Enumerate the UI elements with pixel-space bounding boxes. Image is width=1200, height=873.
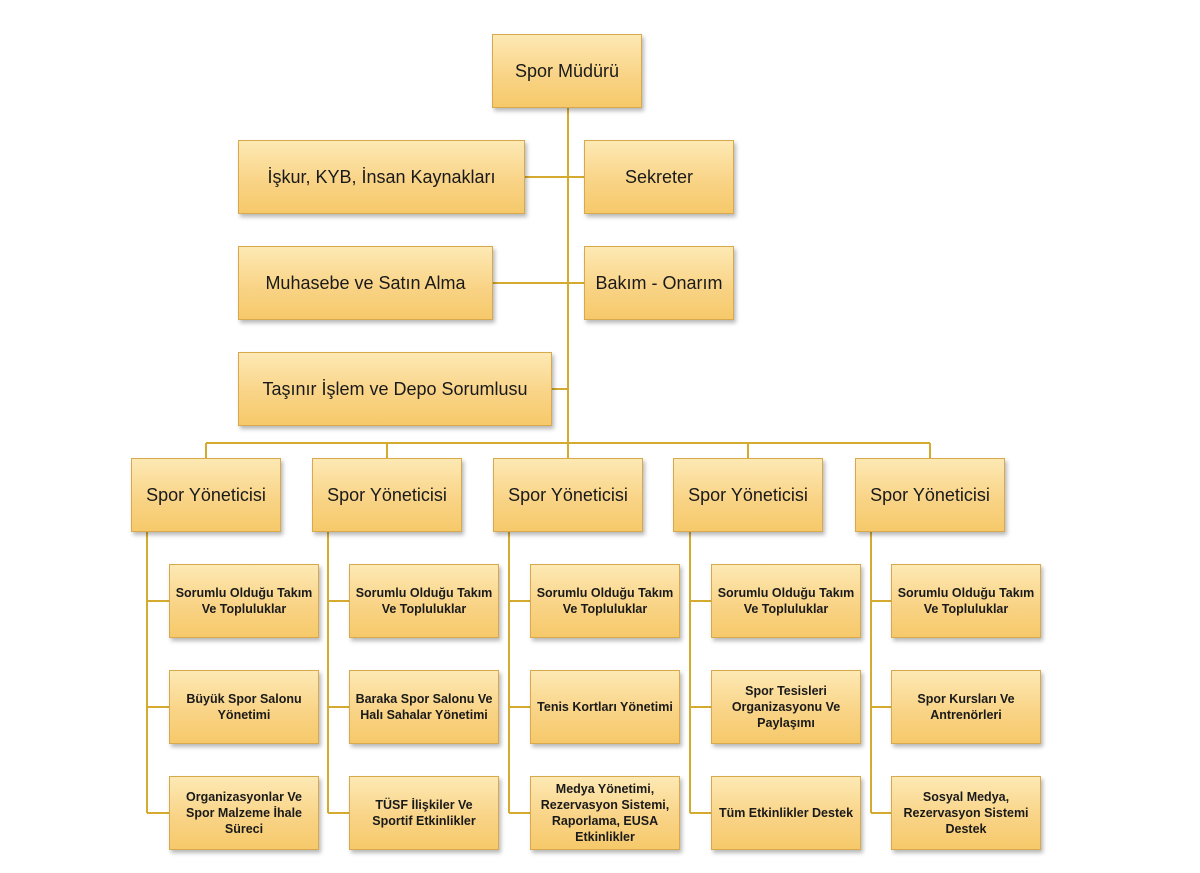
task-node-5-1: Sorumlu Olduğu Takım Ve Topluluklar <box>891 564 1041 638</box>
task-node-1-3: Organizasyonlar Ve Spor Malzeme İhale Sü… <box>169 776 319 850</box>
task-node-4-1: Sorumlu Olduğu Takım Ve Topluluklar <box>711 564 861 638</box>
root-node: Spor Müdürü <box>492 34 642 108</box>
task-node-3-3: Medya Yönetimi, Rezervasyon Sistemi, Rap… <box>530 776 680 850</box>
staff-node-accounting: Muhasebe ve Satın Alma <box>238 246 493 320</box>
staff-node-hr: İşkur, KYB, İnsan Kaynakları <box>238 140 525 214</box>
task-node-3-2: Tenis Kortları Yönetimi <box>530 670 680 744</box>
task-label: Tenis Kortları Yönetimi <box>537 699 673 714</box>
task-node-1-1: Sorumlu Olduğu Takım Ve Topluluklar <box>169 564 319 638</box>
staff-node-inventory: Taşınır İşlem ve Depo Sorumlusu <box>238 352 552 426</box>
task-label: TÜSF İlişkiler Ve Sportif Etkinlikler <box>372 797 476 828</box>
manager-label: Spor Yöneticisi <box>508 484 628 505</box>
staff-label: Muhasebe ve Satın Alma <box>265 272 466 293</box>
task-label: Organizasyonlar Ve Spor Malzeme İhale Sü… <box>185 789 303 837</box>
task-node-5-3: Sosyal Medya, Rezervasyon Sistemi Destek <box>891 776 1041 850</box>
task-label: Sorumlu Olduğu Takım Ve Topluluklar <box>175 585 313 616</box>
manager-label: Spor Yöneticisi <box>688 484 808 505</box>
task-label: Sorumlu Olduğu Takım Ve Topluluklar <box>717 585 855 616</box>
manager-label: Spor Yöneticisi <box>327 484 447 505</box>
task-node-2-1: Sorumlu Olduğu Takım Ve Topluluklar <box>349 564 499 638</box>
task-node-5-2: Spor Kursları Ve Antrenörleri <box>891 670 1041 744</box>
task-node-2-3: TÜSF İlişkiler Ve Sportif Etkinlikler <box>349 776 499 850</box>
task-node-3-1: Sorumlu Olduğu Takım Ve Topluluklar <box>530 564 680 638</box>
task-label: Baraka Spor Salonu Ve Halı Sahalar Yönet… <box>355 691 493 722</box>
staff-node-secretary: Sekreter <box>584 140 734 214</box>
staff-label: İşkur, KYB, İnsan Kaynakları <box>267 166 496 187</box>
staff-node-maintenance: Bakım - Onarım <box>584 246 734 320</box>
task-node-4-3: Tüm Etkinlikler Destek <box>711 776 861 850</box>
manager-node-1: Spor Yöneticisi <box>131 458 281 532</box>
task-label: Spor Tesisleri Organizasyonu Ve Paylaşım… <box>731 683 841 731</box>
task-label: Büyük Spor Salonu Yönetimi <box>186 691 302 722</box>
task-label: Tüm Etkinlikler Destek <box>718 805 854 820</box>
manager-node-3: Spor Yöneticisi <box>493 458 643 532</box>
task-label: Sorumlu Olduğu Takım Ve Topluluklar <box>355 585 493 616</box>
task-node-4-2: Spor Tesisleri Organizasyonu Ve Paylaşım… <box>711 670 861 744</box>
manager-label: Spor Yöneticisi <box>146 484 266 505</box>
staff-label: Sekreter <box>624 166 694 187</box>
task-label: Medya Yönetimi, Rezervasyon Sistemi, Rap… <box>540 781 670 845</box>
manager-node-4: Spor Yöneticisi <box>673 458 823 532</box>
task-label: Sorumlu Olduğu Takım Ve Topluluklar <box>897 585 1035 616</box>
root-label: Spor Müdürü <box>514 60 620 81</box>
staff-label: Taşınır İşlem ve Depo Sorumlusu <box>262 378 528 399</box>
manager-node-2: Spor Yöneticisi <box>312 458 462 532</box>
task-node-1-2: Büyük Spor Salonu Yönetimi <box>169 670 319 744</box>
manager-label: Spor Yöneticisi <box>870 484 990 505</box>
task-node-2-2: Baraka Spor Salonu Ve Halı Sahalar Yönet… <box>349 670 499 744</box>
staff-label: Bakım - Onarım <box>595 272 723 293</box>
task-label: Spor Kursları Ve Antrenörleri <box>917 691 1015 722</box>
task-label: Sosyal Medya, Rezervasyon Sistemi Destek <box>903 789 1029 837</box>
task-label: Sorumlu Olduğu Takım Ve Topluluklar <box>536 585 674 616</box>
manager-node-5: Spor Yöneticisi <box>855 458 1005 532</box>
